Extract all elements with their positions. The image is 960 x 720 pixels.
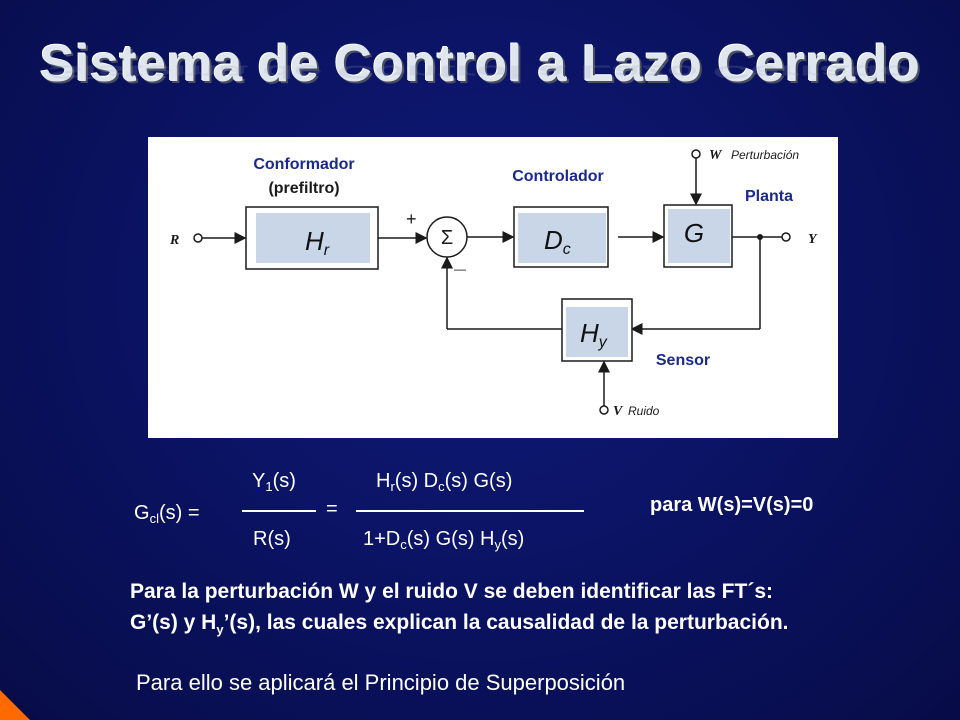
formula-condition: para W(s)=V(s)=0	[650, 494, 814, 516]
formula-lhs: Gcl(s) =	[134, 502, 200, 526]
label-conformador: Conformador	[253, 156, 354, 173]
formula-equals: =	[326, 498, 338, 520]
paragraph-2: Para ello se aplicará el Principio de Su…	[136, 670, 626, 695]
formula-fraction-bar-2	[356, 510, 584, 512]
w-perturbacion-label: Perturbación	[731, 148, 799, 162]
formula-den2-term-1: c	[400, 537, 407, 552]
w-signal-label: W	[709, 148, 723, 163]
g-block-fill	[668, 209, 730, 263]
hy-block-fill	[566, 307, 628, 357]
formula-num2-term-0: H	[376, 470, 391, 492]
v-terminal	[599, 405, 609, 415]
w-terminal	[691, 149, 701, 159]
label-prefiltro: (prefiltro)	[268, 180, 339, 197]
formula-num2-term-3: c	[438, 479, 445, 494]
formula-den2-term-3: y	[494, 537, 502, 552]
v-signal-label: V	[613, 404, 624, 419]
paragraph-1-line-2: G’(s) y Hy’(s), las cuales explican la c…	[130, 611, 789, 637]
formula-num2: Hr(s) Dc(s) G(s)	[376, 470, 512, 493]
corner-accent	[0, 690, 30, 720]
hy-block-label: Hy	[580, 318, 608, 351]
r-terminal	[193, 233, 203, 243]
formula-fraction-bar-1	[242, 510, 316, 512]
dc-block-label: Dc	[544, 225, 571, 258]
formula-num2-term-1: r	[390, 479, 395, 494]
dc-block-fill	[518, 213, 606, 263]
label-sensor: Sensor	[656, 352, 710, 369]
sigma-symbol: Σ	[441, 227, 453, 249]
sum-minus-sign: —	[454, 262, 466, 276]
sum-plus-sign: +	[406, 209, 417, 229]
block-diagram: Conformador (prefiltro) Controlador Plan…	[148, 137, 838, 438]
formula-den2-term-2: (s) G(s) H	[406, 528, 495, 550]
formula-den2-term-0: 1+D	[363, 528, 401, 550]
v-ruido-label: Ruido	[628, 404, 660, 418]
label-planta: Planta	[745, 188, 793, 205]
paragraph-1-line-1: Para la perturbación W y el ruido V se d…	[130, 580, 773, 603]
g-block-label: G	[684, 218, 704, 248]
formula-num2-term-2: (s) D	[394, 470, 439, 492]
block-diagram-svg: Conformador (prefiltro) Controlador Plan…	[169, 148, 818, 419]
y-terminal	[781, 232, 791, 242]
y-signal-label: Y	[808, 232, 818, 247]
label-controlador: Controlador	[512, 168, 604, 185]
formula-num1: Y1(s)	[252, 470, 296, 494]
formula-den2-term-4: (s)	[501, 528, 525, 550]
formula-den2: 1+Dc(s) G(s) Hy(s)	[363, 528, 524, 551]
hr-block-label: Hr	[305, 226, 330, 259]
hr-block-fill	[256, 213, 370, 263]
slide-title: Sistema de Control a Lazo Cerrado	[39, 35, 921, 93]
r-signal-label: R	[169, 233, 179, 248]
formula-den1: R(s)	[253, 528, 291, 550]
formula-num2-term-4: (s) G(s)	[444, 470, 513, 492]
